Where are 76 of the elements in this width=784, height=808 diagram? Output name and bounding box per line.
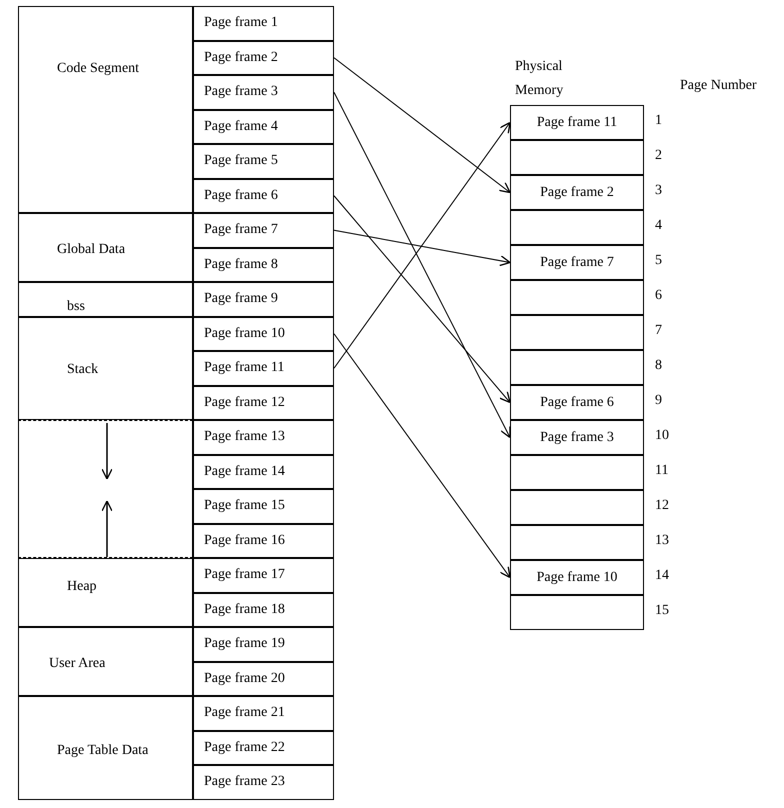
segment-label: Page Table Data	[57, 742, 150, 760]
page-frame-entry: Page frame 21	[193, 696, 334, 730]
page-frame-entry: Page frame 7	[193, 213, 334, 248]
memory-segment	[18, 627, 193, 696]
page-number: 1	[655, 113, 662, 129]
page-frame-entry: Page frame 16	[193, 524, 334, 558]
column-heading: Physical Memory	[515, 58, 564, 100]
page-number: 14	[655, 568, 669, 584]
memory-frame-slot: Page frame 6	[510, 385, 644, 420]
page-frame-entry: Page frame 13	[193, 420, 334, 454]
page-frame-entry: Page frame 9	[193, 282, 334, 316]
page-frame-entry: Page frame 4	[193, 110, 334, 144]
segment-label: Heap	[67, 578, 98, 596]
segment-label: bss	[67, 298, 86, 316]
memory-segment	[18, 213, 193, 282]
page-frame-entry: Page frame 10	[193, 316, 334, 351]
empty-frame-slot	[510, 315, 644, 350]
page-number: 15	[655, 603, 669, 619]
empty-frame-slot	[510, 455, 644, 490]
memory-frame-slot: Page frame 2	[510, 175, 644, 210]
empty-frame-slot	[510, 280, 644, 315]
segment-label: Code Segment	[57, 60, 140, 78]
page-frame-entry: Page frame 11	[193, 351, 334, 386]
page-number: 10	[655, 428, 669, 444]
page-frame-entry: Page frame 15	[193, 489, 334, 524]
arrow	[334, 230, 511, 266]
page-frame-entry: Page frame 19	[193, 627, 334, 662]
page-number: 13	[655, 533, 669, 549]
page-frame-entry: Page frame 5	[193, 144, 334, 178]
empty-frame-slot	[510, 525, 644, 560]
memory-frame-slot: Page frame 7	[510, 245, 644, 280]
page-frame-entry: Page frame 1	[193, 6, 334, 40]
empty-frame-slot	[510, 210, 644, 245]
page-frame-entry: Page frame 14	[193, 454, 334, 489]
page-number: 8	[655, 358, 662, 374]
segment-label: Global Data	[57, 241, 126, 259]
page-number: 3	[655, 183, 662, 199]
page-number: 7	[655, 323, 662, 339]
page-frame-entry: Page frame 2	[193, 40, 334, 75]
segment-label: User Area	[49, 655, 106, 673]
memory-frame-slot: Page frame 11	[510, 105, 644, 140]
empty-frame-slot	[510, 350, 644, 385]
page-frame-entry: Page frame 8	[193, 248, 334, 282]
page-frame-entry: Page frame 6	[193, 178, 334, 213]
memory-segment	[18, 558, 193, 627]
page-frame-entry: Page frame 22	[193, 730, 334, 765]
memory-segment	[18, 282, 193, 316]
page-frame-entry: Page frame 20	[193, 662, 334, 696]
page-frame-entry: Page frame 3	[193, 75, 334, 110]
arrow	[334, 333, 511, 578]
page-number: 12	[655, 498, 669, 514]
page-number: 11	[655, 463, 668, 479]
page-number: 5	[655, 253, 662, 269]
arrow	[334, 122, 511, 369]
page-number: 6	[655, 288, 662, 304]
empty-frame-slot	[510, 490, 644, 525]
page-frame-entry: Page frame 18	[193, 592, 334, 627]
page-number: 9	[655, 393, 662, 409]
column-heading: Page Number	[680, 78, 757, 94]
page-frame-entry: Page frame 23	[193, 765, 334, 800]
free-space-region	[18, 420, 193, 558]
page-frame-entry: Page frame 17	[193, 558, 334, 592]
memory-segment	[18, 316, 193, 420]
empty-frame-slot	[510, 595, 644, 630]
memory-frame-slot: Page frame 10	[510, 560, 644, 595]
memory-frame-slot: Page frame 3	[510, 420, 644, 455]
arrow	[334, 92, 511, 438]
arrow	[334, 195, 511, 404]
segment-label: Stack	[67, 360, 100, 378]
empty-frame-slot	[510, 140, 644, 175]
memory-segment	[18, 6, 193, 213]
memory-segment	[18, 696, 193, 800]
page-number: 4	[655, 218, 662, 234]
page-frame-entry: Page frame 12	[193, 386, 334, 420]
page-number: 2	[655, 148, 662, 164]
arrow	[334, 57, 511, 194]
